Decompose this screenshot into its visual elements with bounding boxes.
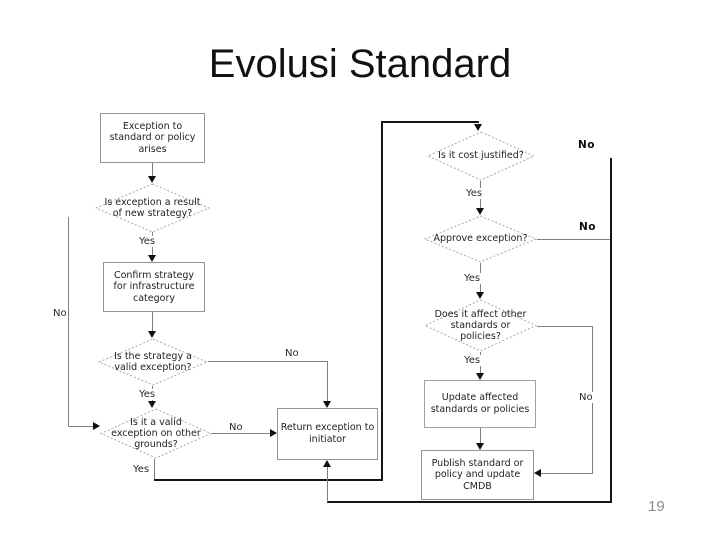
connector xyxy=(327,501,612,503)
branch-label-no: No xyxy=(284,348,300,359)
connector xyxy=(68,426,94,427)
arrowhead-up-icon xyxy=(323,460,331,467)
flow-diamond-label: Is the strategy a valid exception? xyxy=(114,350,192,373)
branch-label-no: No xyxy=(578,221,597,233)
branch-label-yes: Yes xyxy=(463,273,482,284)
flow-box-label: Return exception to initiator xyxy=(280,422,375,445)
connector xyxy=(381,121,383,481)
flow-diamond-label: Is it a valid exception on other grounds… xyxy=(111,416,201,451)
flow-box-label: Publish standard or policy and update CM… xyxy=(431,457,524,492)
arrowhead-down-icon xyxy=(476,292,484,299)
branch-label-no: No xyxy=(577,139,596,151)
connector xyxy=(327,466,328,502)
connector xyxy=(154,459,155,480)
connector xyxy=(327,361,328,402)
connector xyxy=(152,163,153,177)
connector xyxy=(541,473,593,474)
page-number: 19 xyxy=(648,498,665,515)
branch-label-yes: Yes xyxy=(465,188,484,199)
flow-box-exception-arises: Exception to standard or policy arises xyxy=(100,113,205,163)
flow-box-label: Update affected standards or policies xyxy=(430,392,530,415)
flow-diamond-cost-justified: Is it cost justified? xyxy=(427,131,535,181)
branch-label-yes: Yes xyxy=(463,355,482,366)
flow-diamond-approve-exception: Approve exception? xyxy=(424,215,537,263)
branch-label-yes: Yes xyxy=(138,389,157,400)
flow-diamond-label: Approve exception? xyxy=(433,233,528,245)
diamond-shape xyxy=(98,338,208,386)
connector xyxy=(208,361,328,362)
connector xyxy=(610,158,612,503)
arrowhead-right-icon xyxy=(93,422,100,430)
arrowhead-down-icon xyxy=(323,401,331,408)
arrowhead-left-icon xyxy=(534,469,541,477)
connector xyxy=(381,121,479,123)
flow-box-update-standards: Update affected standards or policies xyxy=(424,380,536,428)
slide-title: Evolusi Standard xyxy=(208,42,512,86)
diamond-shape xyxy=(427,131,535,181)
arrowhead-down-icon xyxy=(148,331,156,338)
arrowhead-down-icon xyxy=(474,124,482,131)
arrowhead-down-icon xyxy=(148,176,156,183)
diamond-shape xyxy=(95,183,210,233)
arrowhead-down-icon xyxy=(148,401,156,408)
flow-box-label: Confirm strategy for infrastructure cate… xyxy=(113,269,195,304)
diamond-shape xyxy=(424,215,537,263)
connector xyxy=(480,428,481,444)
flow-box-return-exception: Return exception to initiator xyxy=(277,408,378,460)
connector xyxy=(152,312,153,332)
arrowhead-down-icon xyxy=(148,255,156,262)
flow-box-publish-standard: Publish standard or policy and update CM… xyxy=(421,450,534,500)
flow-box-label: Exception to standard or policy arises xyxy=(109,120,196,155)
connector xyxy=(68,217,69,426)
flow-diamond-label: Is exception a result of new strategy? xyxy=(104,196,201,219)
arrowhead-down-icon xyxy=(476,208,484,215)
branch-label-no: No xyxy=(228,422,244,433)
branch-label-yes: Yes xyxy=(138,236,157,247)
flow-diamond-label: Does it affect other standards or polici… xyxy=(434,308,527,343)
arrowhead-right-icon xyxy=(270,429,277,437)
flow-box-confirm-strategy: Confirm strategy for infrastructure cate… xyxy=(103,262,205,312)
branch-label-yes: Yes xyxy=(132,464,151,475)
arrowhead-down-icon xyxy=(476,443,484,450)
branch-label-no: No xyxy=(52,308,68,319)
connector xyxy=(212,433,271,434)
connector xyxy=(537,326,593,327)
branch-label-no: No xyxy=(578,392,594,403)
flow-diamond-affects-others: Does it affect other standards or polici… xyxy=(424,299,537,352)
connector xyxy=(154,479,383,481)
arrowhead-down-icon xyxy=(476,373,484,380)
flow-diamond-other-grounds: Is it a valid exception on other grounds… xyxy=(100,408,212,459)
flow-diamond-new-strategy: Is exception a result of new strategy? xyxy=(95,183,210,233)
diamond-shape xyxy=(424,299,537,352)
diamond-shape xyxy=(100,408,212,459)
connector xyxy=(537,239,610,240)
flow-diamond-label: Is it cost justified? xyxy=(438,150,524,162)
flow-diamond-valid-exception: Is the strategy a valid exception? xyxy=(98,338,208,386)
